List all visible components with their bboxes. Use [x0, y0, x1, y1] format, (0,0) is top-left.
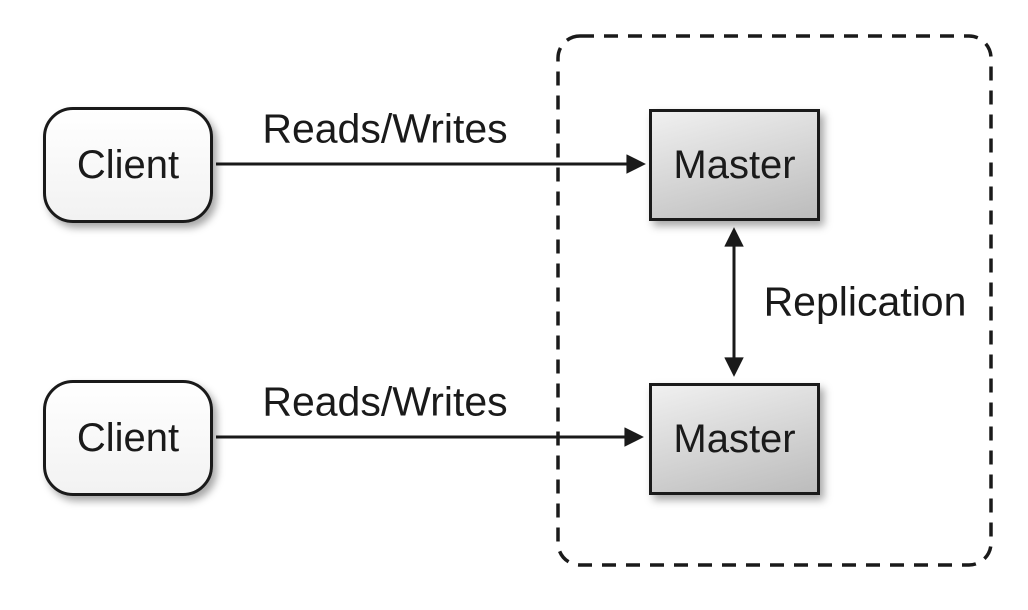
node-master-bottom-label: Master: [673, 417, 796, 461]
edge-label-reads-writes-top: Reads/Writes: [262, 105, 508, 152]
node-master-top-label: Master: [673, 143, 796, 187]
edge-label-replication: Replication: [763, 278, 967, 325]
replication-group-dashed-border: [556, 34, 993, 567]
node-client-bottom: Client: [43, 380, 213, 496]
node-client-bottom-label: Client: [76, 416, 180, 460]
node-client-top: Client: [43, 107, 213, 223]
node-master-top: Master: [649, 109, 820, 221]
edge-label-reads-writes-bottom: Reads/Writes: [262, 378, 508, 425]
node-master-bottom: Master: [649, 383, 820, 495]
node-client-top-label: Client: [76, 143, 180, 187]
